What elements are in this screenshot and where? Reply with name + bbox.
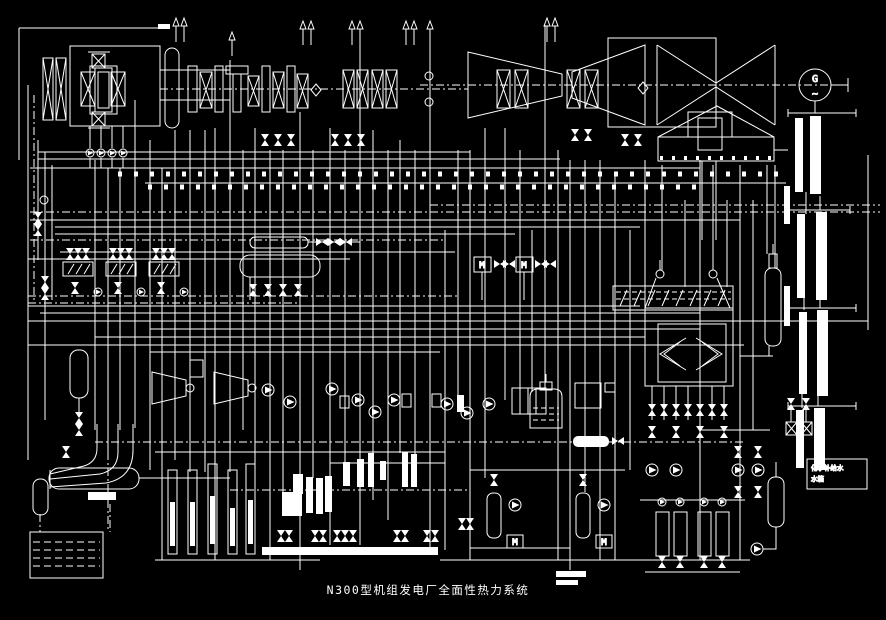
lp-heater-bank <box>158 24 464 555</box>
condensate-polishers: M M <box>486 492 613 549</box>
motor-valve-boxes: M M <box>473 256 534 300</box>
drawing-title: N300型机组发电厂全面性热力系统 <box>327 583 530 597</box>
steam-drum-hatch <box>616 289 731 307</box>
boiler-furnace <box>612 260 734 420</box>
motor-label-2: M <box>521 261 527 271</box>
generator: G ~ <box>798 68 849 102</box>
deaerator <box>239 236 321 300</box>
lp-turbine <box>607 37 776 128</box>
main-steam-valve-rack <box>187 65 322 113</box>
frame-lines <box>18 27 166 460</box>
piping-horizontal-bus <box>28 101 868 570</box>
makeup-label-line2: 水箱 <box>811 474 825 483</box>
vent-stacks <box>172 17 559 57</box>
motor-label-1: M <box>479 261 485 271</box>
generator-letter: G <box>812 74 818 85</box>
gland-seal-system <box>42 45 230 168</box>
boiler-feed-pump-turbines <box>151 359 257 405</box>
flash-tank <box>69 349 89 412</box>
circulating-water-pool <box>29 531 104 579</box>
coupling-valve-groups <box>342 69 649 109</box>
riser-header-stacks <box>784 109 857 470</box>
blowdown-elbow <box>49 424 134 489</box>
drain-manifold <box>262 547 586 585</box>
startup-separator <box>740 244 782 357</box>
small-pumps <box>39 148 189 297</box>
feedwater-pumps <box>261 382 547 420</box>
ip-turbine <box>571 44 646 126</box>
generator-wave-symbol: ~ <box>812 89 818 100</box>
motor-label-4: M <box>601 538 607 548</box>
condenser <box>657 105 775 162</box>
reheater-chevrons <box>659 337 723 371</box>
makeup-water-tank-label: 化学补给水 水箱 <box>806 458 868 490</box>
piping-vertical-bus <box>37 25 869 570</box>
makeup-label-line1: 化学补给水 <box>811 463 844 472</box>
deaerator-storage-tank <box>32 467 140 516</box>
motor-label-3: M <box>512 538 518 548</box>
boiler-circulation-pumps <box>645 463 765 573</box>
drain-tank <box>529 374 616 447</box>
makeup-water-vessel <box>750 408 813 556</box>
hp-heater-train <box>62 261 180 277</box>
hp-turbine <box>467 51 563 119</box>
extraction-tick-lines <box>118 156 788 190</box>
